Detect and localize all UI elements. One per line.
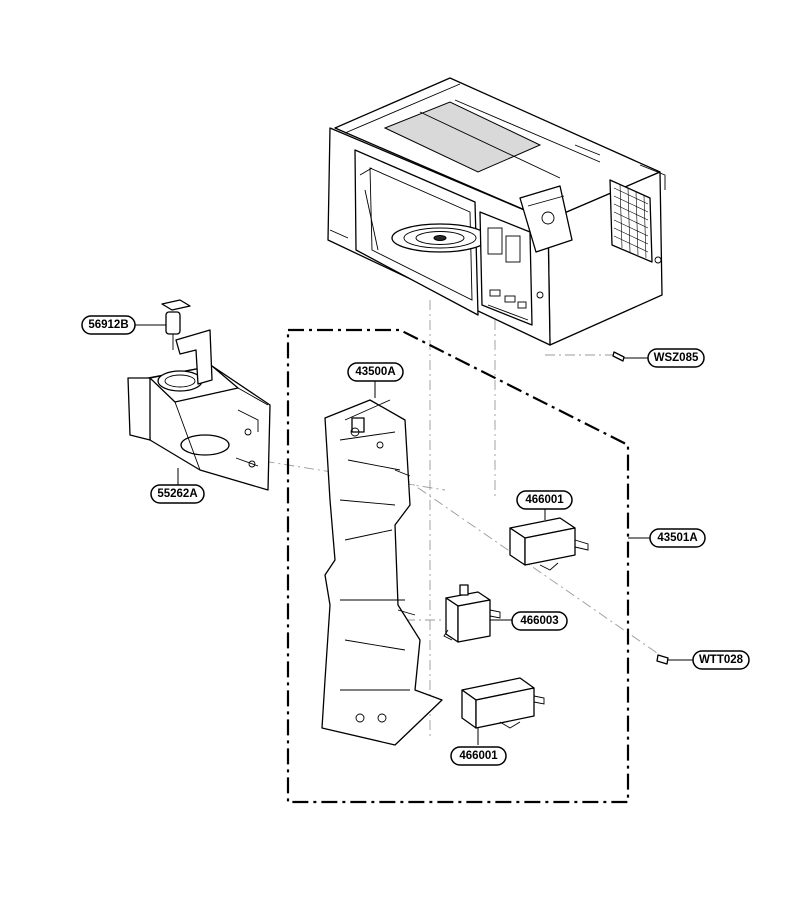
latch-board-tab — [351, 417, 365, 433]
bracket-55262a — [127, 329, 271, 491]
microwave-cavity — [327, 77, 666, 346]
tag-466003-label: 466003 — [520, 615, 558, 627]
bracket-left-wall — [127, 377, 151, 441]
tag-466001-top[interactable]: 466001 — [516, 490, 573, 510]
switch-bottom-front — [475, 687, 535, 729]
switch-466003-plunger — [459, 584, 469, 596]
tag-wsz085-label: WSZ085 — [654, 352, 699, 364]
sensor-56912b — [135, 299, 191, 350]
tag-466001-bottom-label: 466001 — [459, 750, 498, 762]
screw-wtt028 — [656, 654, 693, 665]
cavity-top-panel — [383, 101, 542, 173]
motor-bracket — [519, 185, 573, 253]
tag-466001-top-label: 466001 — [525, 494, 564, 506]
tag-466003[interactable]: 466003 — [511, 611, 568, 631]
tag-wtt028[interactable]: WTT028 — [692, 650, 750, 670]
sensor-body — [165, 311, 181, 335]
tag-56912b-label: 56912B — [88, 319, 128, 331]
cavity-inner-wall — [369, 167, 473, 301]
switch-466003 — [443, 584, 512, 643]
tag-43501a[interactable]: 43501A — [649, 528, 706, 548]
switch-466001-bottom — [461, 677, 545, 745]
tag-43500a[interactable]: 43500A — [347, 362, 404, 382]
tag-43500a-label: 43500A — [355, 366, 395, 378]
tag-56912b[interactable]: 56912B — [81, 315, 136, 335]
tag-wtt028-label: WTT028 — [699, 654, 744, 666]
tag-43501a-label: 43501A — [657, 532, 697, 544]
switch-466001-top — [509, 508, 589, 571]
latch-plate — [479, 211, 533, 326]
latch-board-body — [321, 399, 443, 746]
tag-55262a-label: 55262A — [157, 488, 197, 500]
assembly-outline-43501a — [286, 328, 630, 804]
screw-wtt028-body — [656, 654, 669, 665]
switch-front-face — [524, 527, 576, 566]
tag-55262a[interactable]: 55262A — [150, 484, 205, 504]
tag-wsz085[interactable]: WSZ085 — [647, 348, 705, 368]
turntable-hub — [433, 235, 447, 241]
vent-grille-lines — [613, 183, 649, 259]
sensor-flange — [161, 299, 191, 311]
tag-466001-bottom[interactable]: 466001 — [450, 746, 507, 766]
switch-466003-side — [445, 597, 459, 643]
switch-466003-front — [457, 599, 491, 643]
alignment-lines — [224, 300, 661, 740]
screw-wsz085 — [612, 351, 648, 362]
bracket-upright — [175, 329, 213, 385]
screw-wsz085-body — [612, 351, 625, 362]
latch-board-43500a — [321, 380, 443, 746]
